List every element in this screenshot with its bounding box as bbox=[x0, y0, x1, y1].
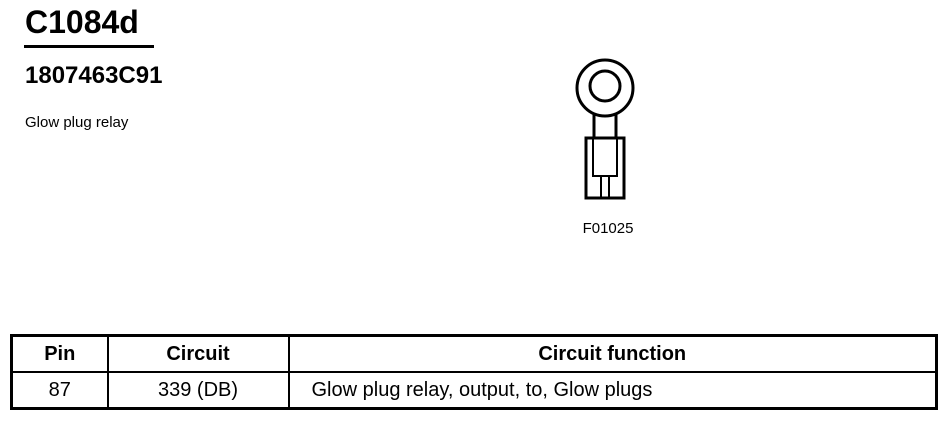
table-header-row: Pin Circuit Circuit function bbox=[10, 334, 938, 373]
connector-description: Glow plug relay bbox=[25, 114, 129, 131]
connector-id: C1084d bbox=[25, 4, 139, 40]
column-header-circuit-function: Circuit function bbox=[287, 334, 938, 373]
pin-cell: 87 bbox=[10, 371, 109, 410]
column-header-circuit: Circuit bbox=[106, 334, 290, 373]
part-number: 1807463C91 bbox=[25, 62, 163, 89]
column-header-pin: Pin bbox=[10, 334, 109, 373]
circuit-function-cell: Glow plug relay, output, to, Glow plugs bbox=[287, 371, 938, 410]
pin-table: Pin Circuit Circuit function 87 339 (DB)… bbox=[10, 334, 938, 410]
ring-terminal-icon bbox=[575, 58, 635, 200]
figure-code: F01025 bbox=[582, 220, 634, 237]
circuit-cell: 339 (DB) bbox=[106, 371, 290, 410]
title-underline bbox=[24, 45, 154, 48]
table-row: 87 339 (DB) Glow plug relay, output, to,… bbox=[10, 371, 938, 410]
